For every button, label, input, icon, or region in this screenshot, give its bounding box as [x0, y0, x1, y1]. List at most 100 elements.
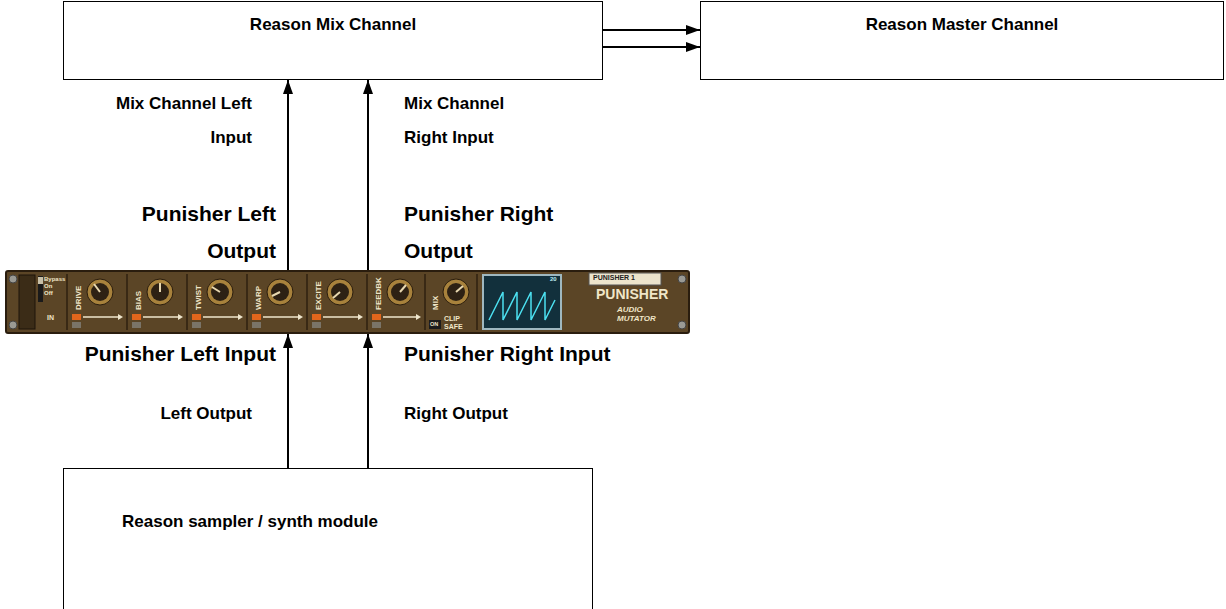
control-label: EXCITE — [314, 281, 323, 310]
route-led — [132, 322, 141, 328]
knob-cap — [391, 283, 409, 301]
route-led — [252, 314, 261, 320]
sampler-box: Reason sampler / synth module — [63, 468, 593, 609]
signal-label: Punisher Left Output — [96, 195, 276, 269]
knob-pointer — [272, 292, 280, 296]
route-led — [372, 322, 381, 328]
box-label: Reason Master Channel — [866, 14, 1059, 35]
divider — [366, 274, 368, 330]
control-label: PUNISHER 1 — [593, 274, 635, 282]
knob-cap — [447, 283, 465, 301]
rack-screw — [9, 275, 17, 283]
divider — [424, 274, 426, 330]
bypass-switch — [38, 276, 43, 302]
logo-block — [19, 275, 35, 329]
knob-ring — [387, 279, 413, 305]
knob-ring — [327, 279, 353, 305]
signal-arrow — [603, 29, 700, 31]
knob — [147, 279, 173, 305]
knob-pointer — [94, 284, 100, 292]
control-label: PUNISHER — [596, 287, 668, 302]
knob-ring — [443, 279, 469, 305]
knob-pointer — [159, 283, 161, 292]
knob — [207, 279, 233, 305]
signal-arrow — [367, 80, 369, 270]
route-arrow — [118, 314, 123, 320]
knob-ring — [147, 279, 173, 305]
master-channel-box: Reason Master Channel — [700, 1, 1224, 80]
switch-handle — [38, 277, 43, 284]
signal-arrow — [287, 80, 289, 270]
control-label: IN — [47, 314, 54, 322]
control-label: BIAS — [134, 291, 143, 310]
rack-screw — [678, 321, 686, 329]
knob — [327, 279, 353, 305]
control-label: Bypass — [44, 276, 65, 283]
signal-label: Punisher Left Input — [10, 341, 276, 367]
clip-safe-button — [429, 320, 441, 329]
route-led — [312, 314, 321, 320]
knob-ring — [207, 279, 233, 305]
knob-pointer — [456, 286, 463, 292]
signal-label: Punisher Right Output — [404, 195, 589, 269]
rack-screw — [9, 321, 17, 329]
route-led — [192, 314, 201, 320]
control-label: 20 — [550, 276, 557, 283]
control-label: WARP — [254, 286, 263, 310]
signal-label: Mix Channel Right Input — [404, 87, 544, 155]
control-label: CLIP SAFE — [444, 315, 472, 331]
signal-label: Left Output — [112, 403, 252, 425]
route-arrow — [358, 314, 363, 320]
divider — [246, 274, 248, 330]
knob — [267, 279, 293, 305]
divider — [186, 274, 188, 330]
route-arrow — [298, 314, 303, 320]
knob-ring — [267, 279, 293, 305]
route-line — [143, 316, 178, 318]
divider — [306, 274, 308, 330]
rack-screw — [678, 275, 686, 283]
control-label: On — [44, 283, 52, 290]
name-plate — [589, 273, 661, 285]
signal-label: Punisher Right Input — [404, 341, 684, 367]
route-line — [83, 316, 118, 318]
knob-pointer — [212, 287, 220, 292]
divider — [66, 274, 68, 330]
route-led — [72, 322, 81, 328]
control-label: DRIVE — [74, 286, 83, 310]
device-panel — [6, 271, 689, 333]
signal-arrow — [367, 334, 369, 468]
route-line — [263, 316, 298, 318]
signal-label: Right Output — [404, 403, 554, 425]
knob-cap — [151, 283, 169, 301]
signal-arrow — [603, 46, 700, 48]
routing-row — [72, 314, 421, 328]
route-line — [203, 316, 238, 318]
route-arrow — [416, 314, 421, 320]
knob-cap — [271, 283, 289, 301]
knob-cap — [331, 283, 349, 301]
knob-cap — [91, 283, 109, 301]
knob-pointer — [400, 285, 406, 292]
scope-wave — [489, 292, 555, 320]
knob-ring — [87, 279, 113, 305]
route-led — [372, 314, 381, 320]
route-line — [383, 316, 416, 318]
control-label: AUDIO MUTATOR — [617, 305, 661, 323]
divider — [476, 274, 478, 330]
route-led — [252, 322, 261, 328]
route-arrow — [178, 314, 183, 320]
knob — [443, 279, 469, 305]
knob-cap — [211, 283, 229, 301]
knobs — [87, 279, 469, 305]
scope-screen — [483, 275, 561, 329]
signal-arrow — [287, 334, 289, 468]
control-label: TWIST — [194, 285, 203, 310]
punisher-device-art — [5, 270, 690, 334]
control-label: ON — [430, 321, 438, 328]
knob — [387, 279, 413, 305]
mix-channel-box: Reason Mix Channel — [63, 1, 603, 80]
control-label: MIX — [431, 296, 440, 310]
divider — [126, 274, 128, 330]
